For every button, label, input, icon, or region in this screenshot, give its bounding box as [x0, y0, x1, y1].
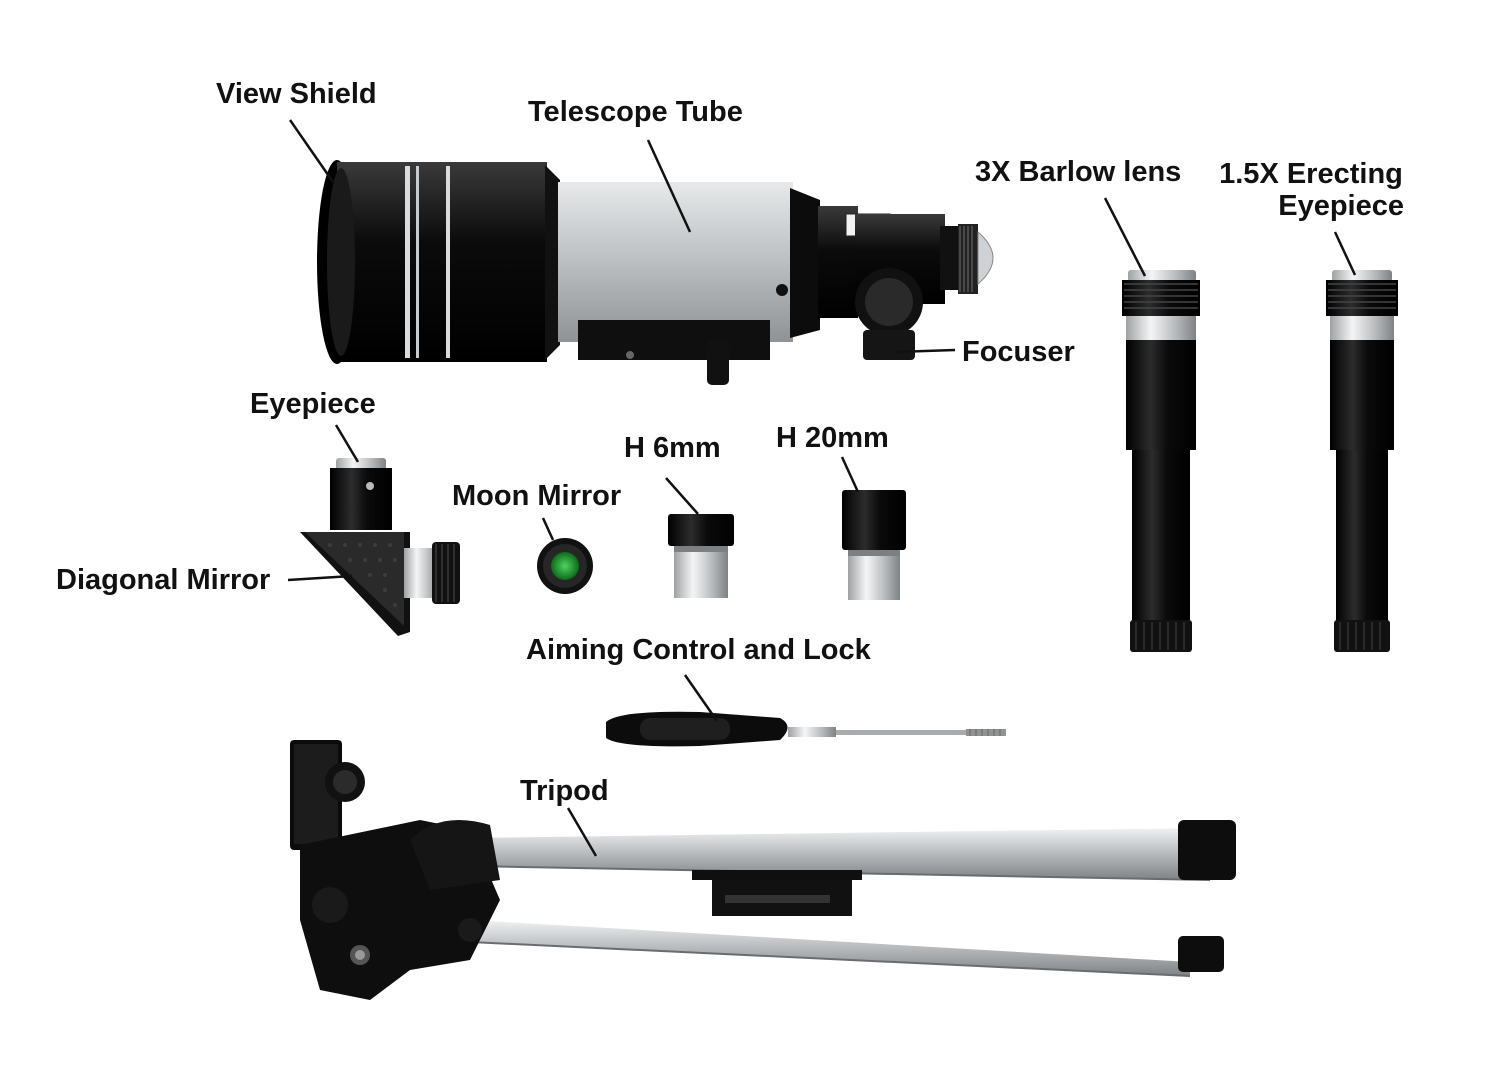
h6mm-eyepiece-part [668, 514, 734, 598]
leader-view-shield [288, 119, 335, 183]
tripod-label: Tripod [520, 775, 609, 807]
leader-barlow [1103, 197, 1147, 277]
erecting-eyepiece-label-line1: 1.5X Erecting [1219, 158, 1403, 190]
barlow-lens-label: 3X Barlow lens [975, 156, 1182, 188]
leader-tripod [566, 807, 598, 857]
leader-eyepiece [334, 424, 360, 463]
telescope-tube-assembly [317, 160, 994, 385]
view-shield-label: View Shield [216, 78, 377, 110]
diagonal-mirror-part [300, 458, 460, 636]
barlow-lens-part [1122, 270, 1200, 652]
erecting-eyepiece-label: 1.5X Erecting Eyepiece [1218, 158, 1404, 222]
telescope-tube-body [558, 182, 793, 342]
moon-mirror-part [537, 538, 593, 594]
leader-lines [287, 119, 1357, 857]
erecting-eyepiece-label-line2: Eyepiece [1278, 190, 1404, 222]
eyepiece-barrel [330, 468, 392, 530]
leader-focuser [894, 348, 956, 354]
focuser-label: Focuser [962, 336, 1075, 368]
leader-aiming [683, 674, 719, 722]
view-shield [337, 162, 547, 362]
tripod-part [290, 740, 1236, 1000]
leader-telescope-tube [646, 139, 692, 233]
eyepiece-label: Eyepiece [250, 388, 376, 420]
h6mm-label: H 6mm [624, 432, 721, 464]
aiming-control-part [606, 711, 1006, 747]
erecting-eyepiece-part [1326, 270, 1398, 652]
leader-h6 [665, 477, 699, 515]
leader-erecting [1333, 231, 1357, 276]
aiming-control-label: Aiming Control and Lock [526, 634, 871, 666]
diagonal-mirror-label: Diagonal Mirror [56, 564, 271, 596]
leader-h20 [840, 456, 860, 493]
h20mm-eyepiece-part [842, 490, 906, 600]
leader-moon-mirror [541, 517, 555, 541]
leader-diagonal-mirror [287, 574, 353, 582]
h20mm-label: H 20mm [776, 422, 889, 454]
moon-mirror-label: Moon Mirror [452, 480, 622, 512]
mount-rail [578, 320, 770, 360]
telescope-tube-label: Telescope Tube [528, 96, 743, 128]
